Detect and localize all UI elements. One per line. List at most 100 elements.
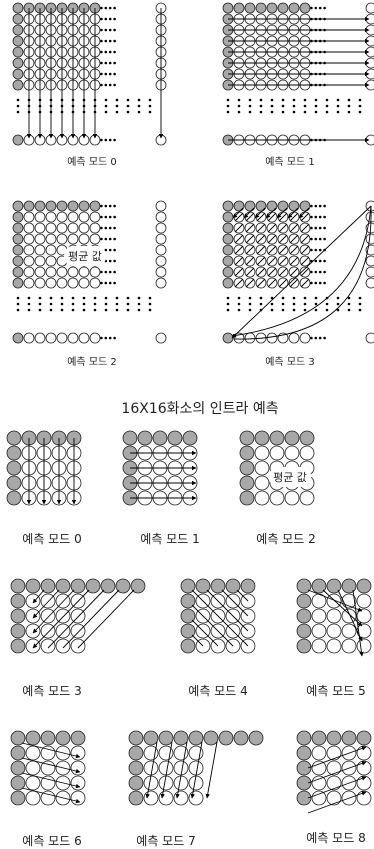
predicted-pixel: [356, 775, 372, 791]
ellipsis-dot: [38, 308, 42, 312]
diagonal-stroke: [278, 267, 288, 277]
diagonal-stroke: [234, 234, 244, 244]
ellipsis-dot: [318, 204, 322, 208]
top-reference-pixel: [299, 430, 315, 446]
edge-pixel: [155, 255, 167, 267]
diagonal-stroke: [267, 223, 277, 233]
ellipsis-dot: [100, 138, 103, 142]
diagonal-stroke: [300, 278, 310, 288]
predicted-pixel: [326, 775, 342, 791]
ellipsis-dot: [16, 308, 20, 312]
left-reference-pixel: [296, 593, 312, 609]
ellipsis-dot: [104, 39, 108, 43]
diagonal-stroke: [191, 604, 234, 647]
corner-reference-pixel: [10, 730, 26, 746]
small-mode-6-label: 예측 모드 6: [22, 834, 82, 848]
predicted-pixel: [89, 277, 101, 289]
predicted-pixel: [34, 255, 46, 267]
predicted-pixel: [45, 277, 57, 289]
predicted-pixel: [326, 638, 342, 654]
ellipsis-dot: [318, 270, 322, 274]
corner-reference-pixel: [296, 730, 312, 746]
ellipsis-dot: [314, 296, 318, 300]
predicted-pixel: [56, 266, 68, 278]
prediction-arrow: [307, 746, 367, 769]
left-reference-pixel: [128, 775, 144, 791]
ellipsis-dot: [323, 6, 326, 10]
ellipsis-dot: [226, 308, 230, 312]
edge-pixel: [155, 277, 167, 289]
predicted-pixel: [299, 445, 315, 461]
ellipsis-dot: [115, 308, 119, 312]
edge-pixel: [365, 2, 374, 14]
prediction-arrow: [307, 776, 367, 799]
ellipsis-dot: [310, 248, 313, 252]
predicted-pixel: [341, 608, 357, 624]
ellipsis-dot: [104, 204, 108, 208]
predicted-pixel: [25, 745, 41, 761]
predicted-pixel: [356, 593, 372, 609]
ellipsis-dot: [108, 138, 112, 142]
predicted-pixel: [326, 745, 342, 761]
ellipsis-dot: [100, 83, 103, 87]
predicted-pixel: [56, 233, 68, 245]
predicted-pixel: [70, 790, 86, 806]
predicted-pixel: [326, 790, 342, 806]
predicted-pixel: [143, 760, 159, 776]
top-reference-pixel: [225, 578, 241, 594]
ellipsis-dot: [126, 104, 130, 108]
top-reference-pixel: [100, 578, 116, 594]
edge-pixel: [155, 266, 167, 278]
left-reference-pixel: [10, 745, 26, 761]
ellipsis-dot: [270, 104, 274, 108]
ellipsis-dot: [71, 302, 75, 306]
top-reference-pixel: [152, 430, 168, 446]
ellipsis-dot: [113, 50, 116, 54]
top-reference-pixel: [240, 578, 256, 594]
ellipsis-dot: [113, 138, 116, 142]
predicted-pixel: [89, 233, 101, 245]
predicted-pixel: [143, 790, 159, 806]
reference-pixel: [222, 211, 234, 223]
diagonal-stroke: [234, 212, 244, 222]
average-value-label-small: 평균 값: [269, 467, 311, 487]
ellipsis-dot: [60, 308, 64, 312]
ellipsis-dot: [104, 237, 108, 241]
predicted-pixel: [254, 460, 270, 476]
left-reference-pixel: [10, 775, 26, 791]
ellipsis-dot: [248, 296, 252, 300]
prediction-arrow: [160, 741, 173, 799]
ellipsis-dot: [93, 308, 97, 312]
left-reference-pixel: [296, 790, 312, 806]
small-mode-3-label: 예측 모드 3: [22, 684, 82, 698]
edge-pixel: [155, 211, 167, 223]
ellipsis-dot: [113, 72, 116, 76]
corner-reference-pixel: [128, 730, 144, 746]
left-reference-pixel: [6, 475, 22, 491]
diagonal-stroke: [300, 223, 310, 233]
small-mode-4-label: 예측 모드 4: [188, 684, 248, 698]
prediction-arrow: [21, 787, 81, 804]
ellipsis-dot: [126, 98, 130, 102]
diagonal-stroke: [267, 234, 277, 244]
ellipsis-dot: [137, 302, 141, 306]
ellipsis-dot: [259, 110, 263, 114]
ellipsis-dot: [137, 110, 141, 114]
prediction-arrow: [232, 207, 244, 219]
edge-pixel: [365, 332, 374, 344]
ellipsis-dot: [281, 302, 285, 306]
ellipsis-dot: [323, 237, 326, 241]
ellipsis-dot: [100, 215, 103, 219]
reference-pixel: [277, 2, 289, 14]
ellipsis-dot: [358, 98, 362, 102]
reference-pixel: [34, 200, 46, 212]
ellipsis-dot: [148, 296, 152, 300]
ellipsis-dot: [314, 259, 318, 263]
ellipsis-dot: [104, 215, 108, 219]
section-heading: 16X16화소의 인트라 예측: [121, 401, 279, 417]
ellipsis-dot: [115, 104, 119, 108]
left-reference-pixel: [180, 623, 196, 639]
reference-pixel: [222, 266, 234, 278]
predicted-pixel: [56, 277, 68, 289]
prediction-arrow: [62, 589, 120, 649]
